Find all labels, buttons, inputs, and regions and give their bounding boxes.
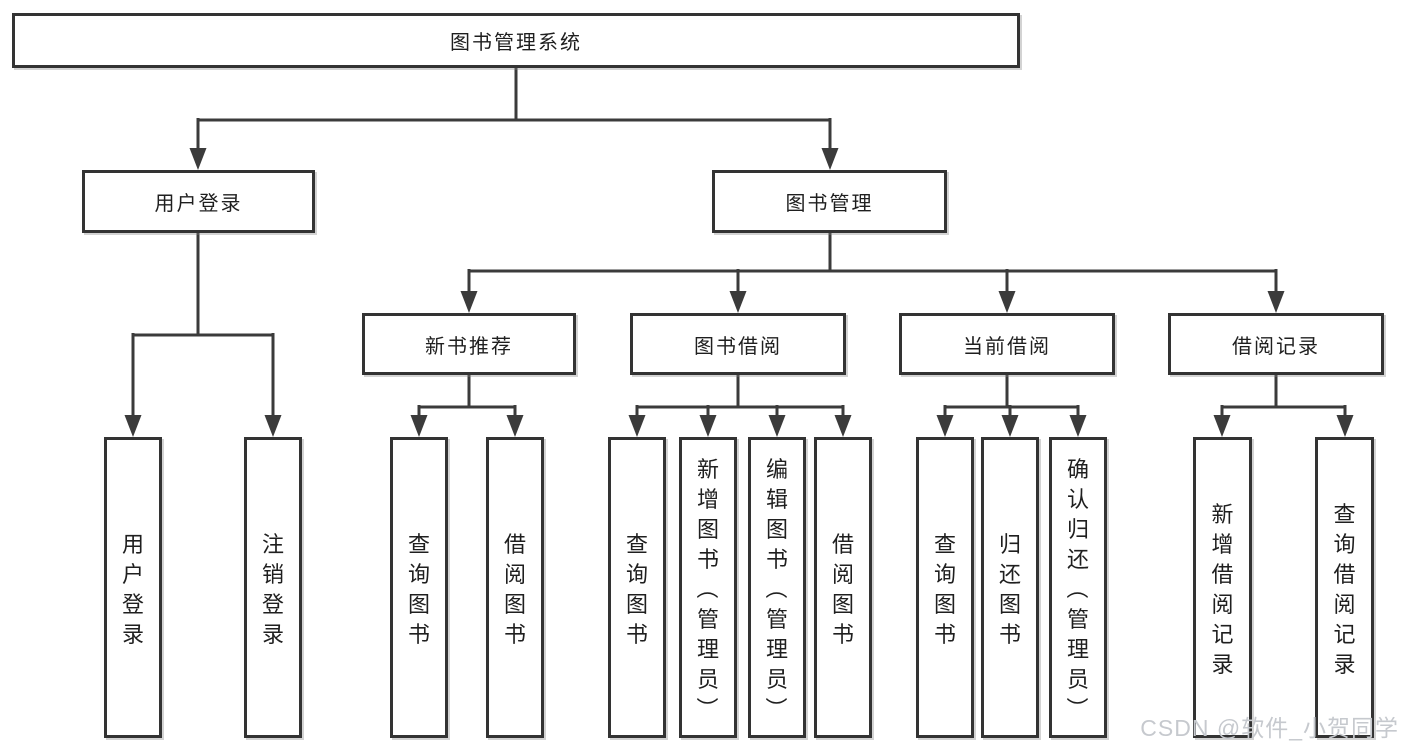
node-leaf-bb-add-books-admin-label: 新增图书（管理员） [693, 456, 719, 719]
node-leaf-bb-add-books-admin: 新增图书（管理员） [679, 437, 737, 738]
node-book-borrowing: 图书借阅 [630, 313, 846, 375]
node-current-borrowing: 当前借阅 [899, 313, 1115, 375]
node-leaf-bb-borrow-books-label: 借阅图书 [831, 531, 854, 647]
node-leaf-cb-query-books: 查询图书 [916, 437, 974, 738]
node-leaf-bb-edit-books-admin: 编辑图书（管理员） [748, 437, 806, 738]
node-user-login: 用户登录 [82, 170, 315, 233]
node-leaf-bb-edit-books-admin-label: 编辑图书（管理员） [762, 456, 788, 719]
node-leaf-bb-borrow-books: 借阅图书 [814, 437, 872, 738]
node-user-login-label: 用户登录 [154, 193, 243, 215]
node-book-borrowing-label: 图书借阅 [694, 335, 782, 358]
node-library-management-system-label: 图书管理系统 [450, 32, 582, 54]
node-leaf-cb-query-books-label: 查询图书 [933, 531, 956, 647]
node-book-management: 图书管理 [712, 170, 947, 233]
node-leaf-cb-confirm-return-admin: 确认归还（管理员） [1049, 437, 1107, 738]
watermark: CSDN @软件_小贺同学 [1140, 715, 1399, 741]
node-library-management-system: 图书管理系统 [12, 13, 1020, 68]
node-leaf-br-query-record-label: 查询借阅记录 [1333, 501, 1356, 677]
node-leaf-nb-query-books: 查询图书 [390, 437, 448, 738]
node-new-book-recommendation: 新书推荐 [362, 313, 576, 375]
node-current-borrowing-label: 当前借阅 [963, 335, 1051, 358]
node-leaf-logout-label: 注销登录 [261, 531, 284, 647]
node-leaf-bb-query-books: 查询图书 [608, 437, 666, 738]
node-leaf-user-login: 用户登录 [104, 437, 162, 738]
node-book-management-label: 图书管理 [785, 193, 874, 215]
node-leaf-cb-return-books-label: 归还图书 [998, 531, 1021, 647]
node-borrowing-records: 借阅记录 [1168, 313, 1384, 375]
node-leaf-br-add-record: 新增借阅记录 [1193, 437, 1252, 738]
node-leaf-br-query-record: 查询借阅记录 [1315, 437, 1374, 738]
node-leaf-bb-query-books-label: 查询图书 [625, 531, 648, 647]
node-leaf-nb-query-books-label: 查询图书 [407, 531, 430, 647]
node-borrowing-records-label: 借阅记录 [1232, 335, 1320, 358]
node-leaf-nb-borrow-books-label: 借阅图书 [503, 531, 526, 647]
node-leaf-user-login-label: 用户登录 [121, 531, 144, 647]
node-leaf-cb-confirm-return-admin-label: 确认归还（管理员） [1063, 456, 1089, 719]
node-leaf-nb-borrow-books: 借阅图书 [486, 437, 544, 738]
node-leaf-br-add-record-label: 新增借阅记录 [1211, 501, 1234, 677]
node-leaf-cb-return-books: 归还图书 [981, 437, 1039, 738]
node-leaf-logout: 注销登录 [244, 437, 302, 738]
node-new-book-recommendation-label: 新书推荐 [425, 335, 513, 358]
